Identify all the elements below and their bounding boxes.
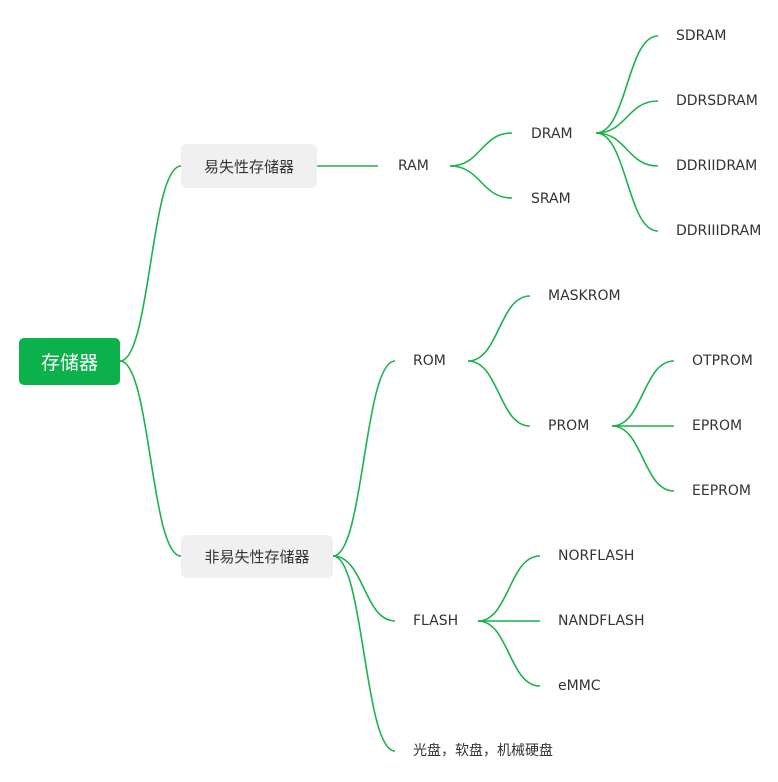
link-dram-child-1 xyxy=(595,100,659,134)
link-dram-child-3 xyxy=(595,132,659,232)
norflash-node[interactable]: NORFLASH xyxy=(558,548,635,564)
nandflash-node[interactable]: NANDFLASH xyxy=(558,613,645,629)
link-dram-child-0 xyxy=(595,35,659,134)
link-flash-child-2 xyxy=(477,620,541,687)
sdram-node[interactable]: SDRAM xyxy=(676,28,727,44)
link-ram-sram xyxy=(449,165,513,199)
dram-node[interactable]: DRAM xyxy=(531,126,573,142)
link-prom-child-2 xyxy=(611,425,675,492)
ddriidram-node[interactable]: DDRIIDRAM xyxy=(676,158,758,174)
nonvolatile-memory-node[interactable]: 非易失性存储器 xyxy=(181,535,333,578)
link-nonvolatile-disk xyxy=(332,555,396,752)
flash-node[interactable]: FLASH xyxy=(413,613,459,629)
ddrsdram-node[interactable]: DDRSDRAM xyxy=(676,93,758,109)
link-nonvolatile-rom xyxy=(332,360,396,557)
eeprom-node[interactable]: EEPROM xyxy=(692,483,751,499)
maskrom-node[interactable]: MASKROM xyxy=(548,288,621,304)
volatile-memory-node[interactable]: 易失性存储器 xyxy=(181,144,317,188)
link-root-volatile xyxy=(119,165,182,362)
link-rom-prom xyxy=(467,360,531,427)
sram-node[interactable]: SRAM xyxy=(531,191,571,207)
link-prom-child-0 xyxy=(611,360,675,427)
link-flash-child-0 xyxy=(477,555,541,622)
otprom-node[interactable]: OTPROM xyxy=(692,353,753,369)
link-rom-maskrom xyxy=(467,295,531,362)
link-ram-dram xyxy=(449,132,513,167)
emmc-node[interactable]: eMMC xyxy=(558,678,601,694)
eprom-node[interactable]: EPROM xyxy=(692,418,743,434)
link-root-nonvolatile xyxy=(119,360,182,557)
prom-node[interactable]: PROM xyxy=(548,418,590,434)
root-node[interactable]: 存储器 xyxy=(19,338,120,385)
ddriiidram-node[interactable]: DDRIIIDRAM xyxy=(676,223,762,239)
disk-storage-node[interactable]: 光盘，软盘，机械硬盘 xyxy=(413,743,553,759)
ram-node[interactable]: RAM xyxy=(398,158,429,174)
link-dram-child-2 xyxy=(595,132,659,167)
link-nonvolatile-flash xyxy=(332,555,396,622)
rom-node[interactable]: ROM xyxy=(413,353,446,369)
